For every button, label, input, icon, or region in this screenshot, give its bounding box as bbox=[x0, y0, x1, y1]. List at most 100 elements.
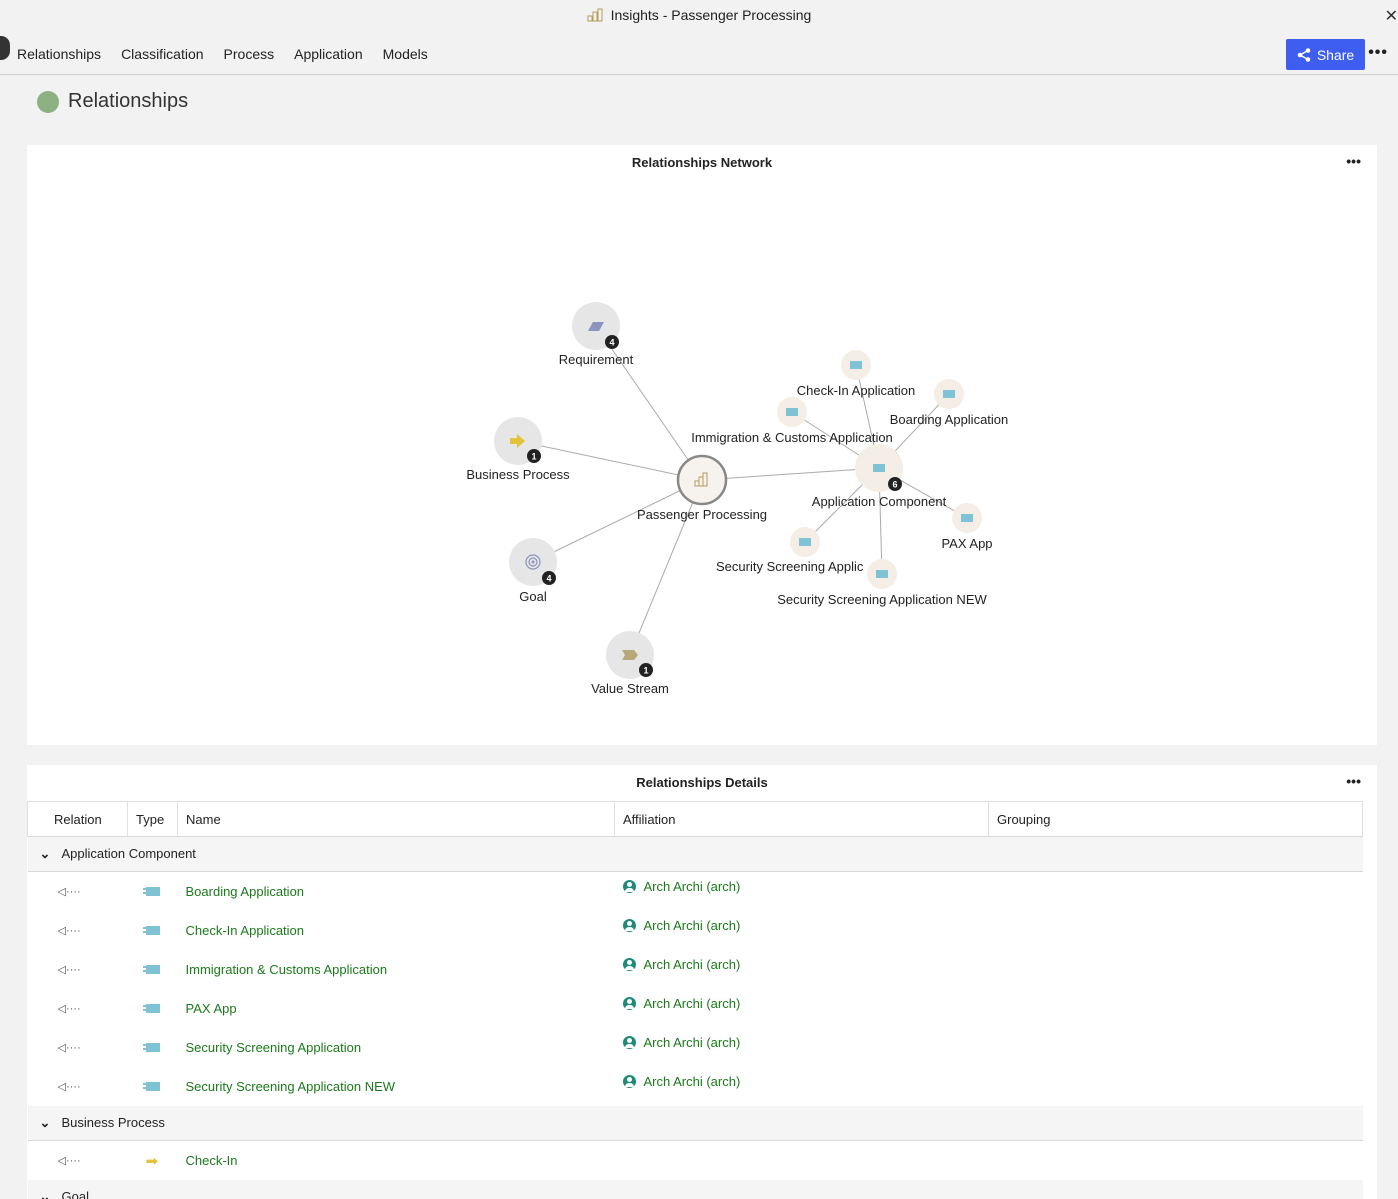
business-process-count: 1 bbox=[531, 452, 536, 462]
tab-classification[interactable]: Classification bbox=[121, 46, 204, 62]
name-link[interactable]: Check-In Application bbox=[185, 923, 305, 938]
name-link[interactable]: PAX App bbox=[185, 1001, 237, 1016]
insights-icon bbox=[694, 472, 708, 487]
tab-process[interactable]: Process bbox=[223, 46, 275, 62]
node-boarding-application[interactable]: Boarding Application bbox=[890, 379, 1009, 427]
user-icon bbox=[622, 958, 636, 971]
requirement-icon bbox=[588, 322, 604, 331]
relation-icon: ◁···· bbox=[57, 1042, 81, 1054]
close-icon[interactable]: ✕ bbox=[1384, 8, 1398, 25]
app-icon bbox=[850, 361, 862, 369]
app-label: Check-In Application bbox=[797, 383, 916, 398]
user-icon bbox=[622, 880, 636, 893]
name-link[interactable]: Immigration & Customs Application bbox=[185, 962, 388, 977]
app-label: Security Screening Application NEW bbox=[777, 592, 987, 607]
node-business-process[interactable]: 1 Business Process bbox=[466, 417, 570, 482]
chevron-down-icon[interactable]: ⌄ bbox=[39, 846, 51, 861]
affiliation-link[interactable]: Arch Archi (arch) bbox=[643, 918, 741, 933]
network-title: Relationships Network bbox=[631, 155, 773, 170]
group-row[interactable]: ⌄ Application Component bbox=[27, 836, 1363, 872]
group-label: Application Component bbox=[61, 846, 196, 861]
col-grouping[interactable]: Grouping bbox=[988, 801, 1363, 837]
chevron-down-icon[interactable]: ⌄ bbox=[39, 1115, 51, 1130]
chevron-down-icon[interactable]: ⌄ bbox=[39, 1189, 51, 1199]
value-stream-label: Value Stream bbox=[591, 681, 669, 696]
table-row[interactable]: ◁···· Immigration & Customs Application … bbox=[28, 950, 1363, 989]
relation-icon: ◁···· bbox=[57, 1155, 81, 1167]
node-security-screening-application[interactable]: Security Screening Applic bbox=[716, 527, 864, 574]
table-row[interactable]: ◁···· Security Screening Application NEW… bbox=[28, 1067, 1363, 1106]
tab-application[interactable]: Application bbox=[294, 46, 363, 62]
app-label: PAX App bbox=[941, 536, 992, 551]
user-icon bbox=[622, 1036, 636, 1049]
business-process-label: Business Process bbox=[466, 467, 570, 482]
share-button[interactable]: Share bbox=[1286, 39, 1365, 70]
node-security-screening-application-new[interactable]: Security Screening Application NEW bbox=[777, 559, 987, 607]
app-label: Security Screening Applic bbox=[716, 559, 864, 574]
table-row[interactable]: ◁···· Check-In Application Arch Archi (a… bbox=[28, 911, 1363, 950]
status-dot bbox=[37, 90, 59, 113]
table-row[interactable]: ◁···· PAX App Arch Archi (arch) bbox=[28, 989, 1363, 1028]
app-label: Boarding Application bbox=[890, 412, 1009, 427]
node-check-in-application[interactable]: Check-In Application bbox=[797, 350, 916, 398]
affiliation-link[interactable]: Arch Archi (arch) bbox=[643, 879, 741, 894]
network-more-icon[interactable]: ••• bbox=[1346, 153, 1361, 169]
table-row[interactable]: ◁···· Boarding Application Arch Archi (a… bbox=[28, 872, 1363, 912]
table-row[interactable]: ◁···· Security Screening Application Arc… bbox=[28, 1028, 1363, 1067]
group-row[interactable]: ⌄ Goal bbox=[27, 1180, 1363, 1199]
application-component-icon bbox=[142, 1004, 160, 1013]
tab-models[interactable]: Models bbox=[382, 46, 428, 62]
name-link[interactable]: Security Screening Application bbox=[185, 1040, 362, 1055]
insights-icon bbox=[587, 8, 603, 22]
application-component-icon bbox=[873, 464, 885, 472]
node-passenger-processing[interactable]: Passenger Processing bbox=[637, 454, 767, 522]
group-row[interactable]: ⌄Business Process bbox=[27, 1106, 1363, 1141]
node-requirement[interactable]: 4 Requirement bbox=[559, 302, 634, 367]
name-link[interactable]: Security Screening Application NEW bbox=[185, 1079, 396, 1094]
application-component-icon bbox=[142, 965, 160, 974]
details-more-icon[interactable]: ••• bbox=[1346, 773, 1361, 789]
relationships-details-panel: Relationships Details ••• Relation Type … bbox=[27, 765, 1377, 1199]
app-icon bbox=[786, 408, 798, 416]
goal-label: Goal bbox=[519, 589, 547, 604]
back-button[interactable] bbox=[0, 36, 10, 60]
group-label: Goal bbox=[61, 1189, 89, 1199]
node-application-component[interactable]: 6 Application Component bbox=[812, 444, 947, 509]
relation-icon: ◁···· bbox=[57, 964, 81, 976]
top-nav: Relationships Classification Process App… bbox=[0, 36, 1398, 75]
goal-count: 4 bbox=[546, 574, 551, 584]
node-immigration-customs-application[interactable]: Immigration & Customs Application bbox=[691, 397, 893, 445]
share-label: Share bbox=[1316, 46, 1355, 63]
page-header: Relationships bbox=[37, 90, 188, 113]
table-row[interactable]: ◁···· ➡ Check-In bbox=[28, 1141, 1363, 1181]
network-graph: 4 Requirement 1 Business Process 4 Goal … bbox=[466, 302, 1009, 696]
application-component-icon bbox=[142, 1043, 160, 1052]
goal-icon bbox=[525, 554, 541, 570]
details-title: Relationships Details bbox=[636, 775, 768, 790]
more-icon[interactable]: ••• bbox=[1368, 44, 1388, 61]
application-component-count: 6 bbox=[892, 480, 897, 490]
relationships-network-panel: Relationships Network ••• 4 Requirement bbox=[27, 145, 1377, 745]
col-affiliation[interactable]: Affiliation bbox=[614, 801, 989, 837]
affiliation-link[interactable]: Arch Archi (arch) bbox=[643, 1035, 741, 1050]
relation-icon: ◁···· bbox=[57, 1081, 81, 1093]
node-goal[interactable]: 4 Goal bbox=[509, 538, 557, 604]
node-value-stream[interactable]: 1 Value Stream bbox=[591, 631, 669, 696]
name-link[interactable]: Check-In bbox=[185, 1153, 238, 1168]
business-process-icon bbox=[510, 434, 525, 448]
tab-relationships[interactable]: Relationships bbox=[17, 46, 102, 62]
user-icon bbox=[622, 919, 636, 932]
application-component-label: Application Component bbox=[812, 494, 947, 509]
app-icon bbox=[961, 514, 973, 522]
affiliation-link[interactable]: Arch Archi (arch) bbox=[643, 1074, 741, 1089]
name-link[interactable]: Boarding Application bbox=[185, 884, 305, 899]
affiliation-link[interactable]: Arch Archi (arch) bbox=[643, 957, 741, 972]
affiliation-link[interactable]: Arch Archi (arch) bbox=[643, 996, 741, 1011]
center-label: Passenger Processing bbox=[637, 507, 767, 522]
node-pax-app[interactable]: PAX App bbox=[941, 503, 993, 551]
col-type[interactable]: Type bbox=[127, 801, 178, 837]
user-icon bbox=[622, 1075, 636, 1088]
requirement-count: 4 bbox=[609, 338, 614, 348]
col-relation[interactable]: Relation bbox=[27, 801, 128, 837]
col-name[interactable]: Name bbox=[177, 801, 615, 837]
